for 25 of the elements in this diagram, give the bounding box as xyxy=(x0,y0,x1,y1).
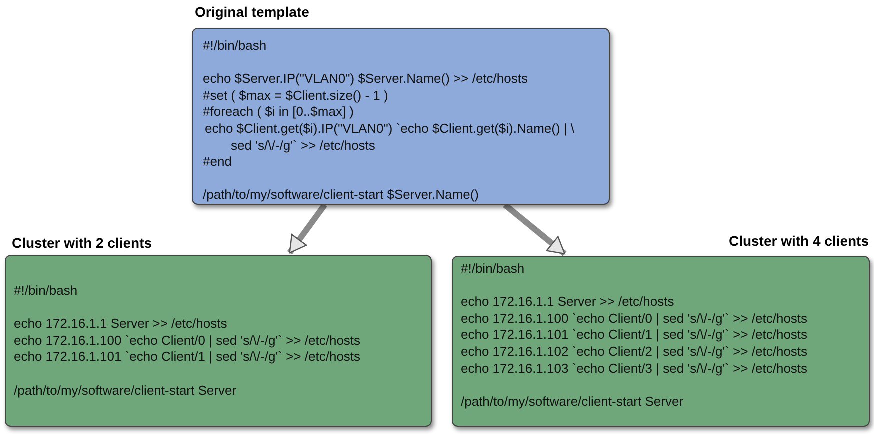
panel-heading: Original template xyxy=(195,4,310,20)
code-line: #!/bin/bash xyxy=(203,38,267,55)
code-line: echo 172.16.1.101 `echo Client/1 | sed 's/\/-/g'` >> /etc/hosts xyxy=(14,349,361,366)
code-line: echo $Client.get($i).IP("VLAN0") `echo $Client.get($i).Name() | \ xyxy=(205,120,575,138)
code-line: echo 172.16.1.100 `echo Client/0 | sed 's/\/-/g'` >> /etc/hosts xyxy=(461,310,808,328)
code-line: /path/to/my/software/client-start Server xyxy=(14,382,237,400)
arrow xyxy=(503,202,567,256)
code-line: #!/bin/bash xyxy=(461,261,525,278)
code-line: #set ( $max = $Client.size() - 1 ) xyxy=(203,88,388,104)
code-line: echo 172.16.1.102 `echo Client/2 | sed 's/\/-/g'` >> /etc/hosts xyxy=(461,344,808,361)
code-line: #!/bin/bash xyxy=(14,283,78,300)
code-line: echo 172.16.1.101 `echo Client/1 | sed 's/\/-/g'` >> /etc/hosts xyxy=(461,327,808,344)
arrow xyxy=(287,203,328,255)
code-line: echo 172.16.1.103 `echo Client/3 | sed 's/\/-/g'` >> /etc/hosts xyxy=(461,360,808,378)
code-line: /path/to/my/software/client-start Server xyxy=(461,394,684,410)
code-line: sed 's/\/-/g'` >> /etc/hosts xyxy=(231,138,376,154)
code-line: #end xyxy=(203,154,232,171)
panel-heading: Cluster with 4 clients xyxy=(728,233,869,249)
code-line: #foreach ( $i in [0..$max] ) xyxy=(203,104,354,121)
panel-heading: Cluster with 2 clients xyxy=(12,235,152,251)
code-line: echo 172.16.1.1 Server >> /etc/hosts xyxy=(461,294,674,311)
code-line: echo $Server.IP("VLAN0") $Server.Name() >> /etc/hosts xyxy=(203,71,528,88)
code-line: /path/to/my/software/client-start $Server.Name() xyxy=(203,187,479,204)
code-line: echo 172.16.1.100 `echo Client/0 | sed 's/\/-/g'` >> /etc/hosts xyxy=(14,332,361,350)
code-line: echo 172.16.1.1 Server >> /etc/hosts xyxy=(14,316,228,333)
